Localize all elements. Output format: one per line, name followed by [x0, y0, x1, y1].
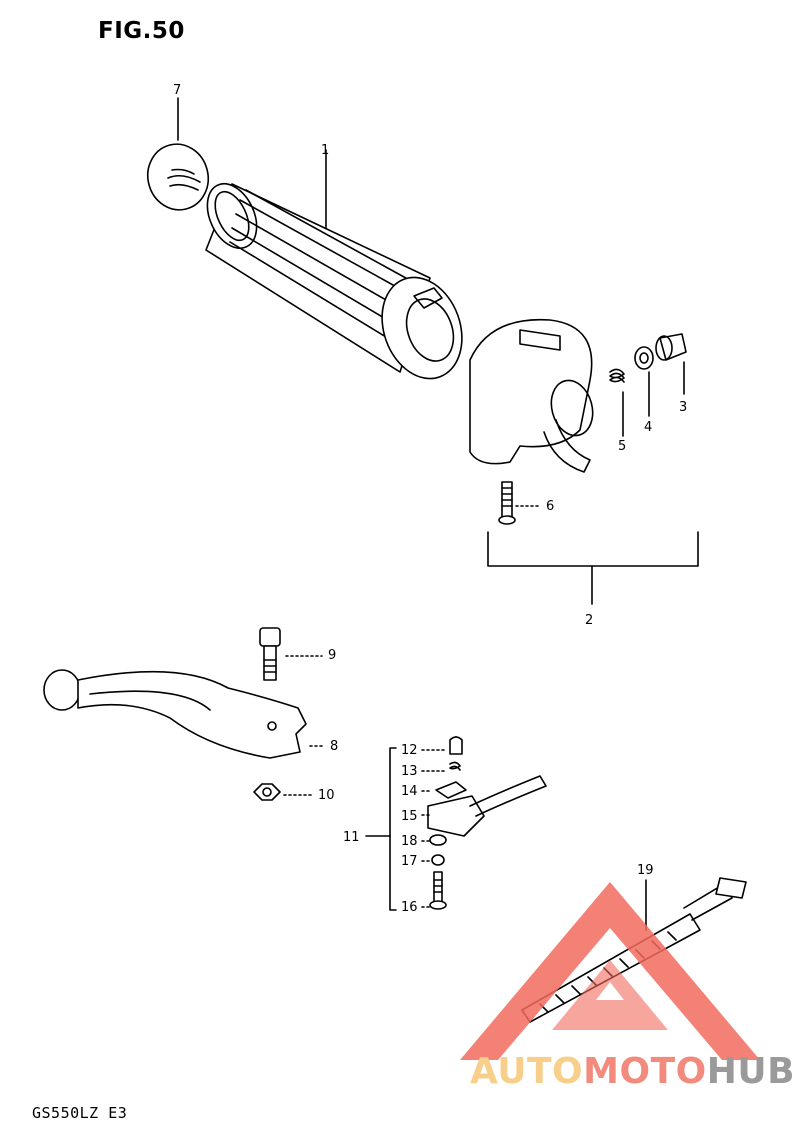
part-label-11: 11 [343, 830, 360, 845]
watermark-text-moto: MOTO [583, 1051, 707, 1092]
part-label-1: 1 [321, 143, 330, 158]
part-label-18: 18 [401, 834, 418, 849]
part-label-12: 12 [401, 743, 418, 758]
washer-part-4 [634, 346, 654, 417]
screw-part-6 [498, 481, 541, 525]
lever-bolt-part-9 [259, 627, 323, 681]
part-label-5: 5 [618, 439, 627, 454]
part-label-6: 6 [546, 499, 555, 514]
watermark-logo [460, 882, 760, 1060]
part-label-2: 2 [585, 613, 594, 628]
part-label-4: 4 [644, 420, 653, 435]
spring-part-5 [609, 368, 625, 437]
cap-part-3 [655, 333, 687, 395]
part-label-9: 9 [328, 648, 337, 663]
model-code: GS550LZ E3 [32, 1104, 128, 1122]
throttle-housing-part-2 [469, 318, 699, 605]
watermark-text: AUTOMOTOHUB [470, 1054, 795, 1090]
part-label-16: 16 [401, 900, 418, 915]
part-label-3: 3 [679, 400, 688, 415]
part-label-14: 14 [401, 784, 418, 799]
handle-grip-part-1 [205, 149, 463, 380]
part-label-19: 19 [637, 863, 654, 878]
end-cap-part-7 [146, 97, 210, 211]
switch-assembly-part-11 [365, 736, 547, 911]
part-label-15: 15 [401, 809, 418, 824]
nut-part-10 [253, 783, 313, 801]
part-label-17: 17 [401, 854, 418, 869]
watermark-text-auto: AUTO [470, 1051, 584, 1092]
watermark-text-hub: HUB [706, 1051, 796, 1092]
part-label-13: 13 [401, 764, 418, 779]
brake-lever-part-8 [43, 669, 325, 759]
part-label-7: 7 [173, 83, 182, 98]
figure-title: FIG.50 [98, 18, 185, 44]
part-label-8: 8 [330, 739, 339, 754]
part-label-10: 10 [318, 788, 335, 803]
